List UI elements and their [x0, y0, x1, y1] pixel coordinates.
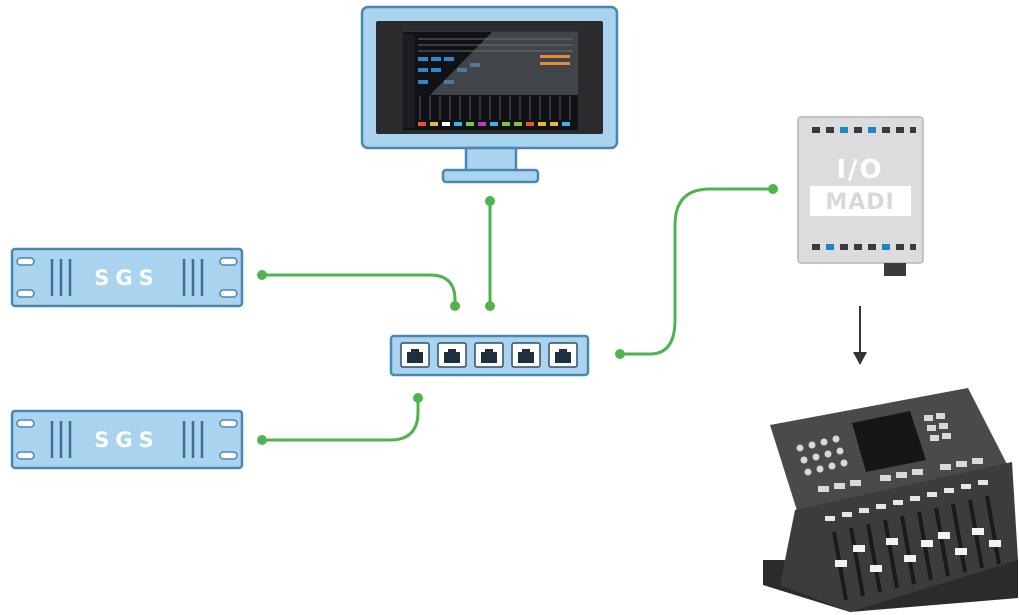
madi-label: MADI [825, 190, 894, 215]
switch-ports [400, 342, 578, 368]
down-arrow-icon [853, 306, 867, 365]
monitor-icon [360, 5, 619, 184]
link-switch-to-io [620, 187, 773, 356]
connection-lines [262, 187, 773, 442]
io-madi-box: I/O MADI [797, 116, 924, 276]
connection-dots [257, 184, 778, 445]
io-label: I/O [836, 155, 883, 185]
server-sgs-top: SGS [10, 247, 244, 308]
monitor-screen-content [403, 26, 578, 130]
link-server-bottom-to-switch [262, 398, 420, 442]
server-sgs-bottom: SGS [10, 409, 244, 470]
console-buttons [796, 413, 983, 492]
network-switch-icon [389, 334, 590, 377]
server-top-label: SGS [94, 266, 160, 290]
io-top-connectors [812, 127, 916, 133]
io-bottom-connectors [812, 244, 916, 250]
mixing-console-icon [763, 388, 1018, 612]
link-server-top-to-switch [262, 273, 457, 306]
server-bottom-label: SGS [94, 428, 160, 452]
